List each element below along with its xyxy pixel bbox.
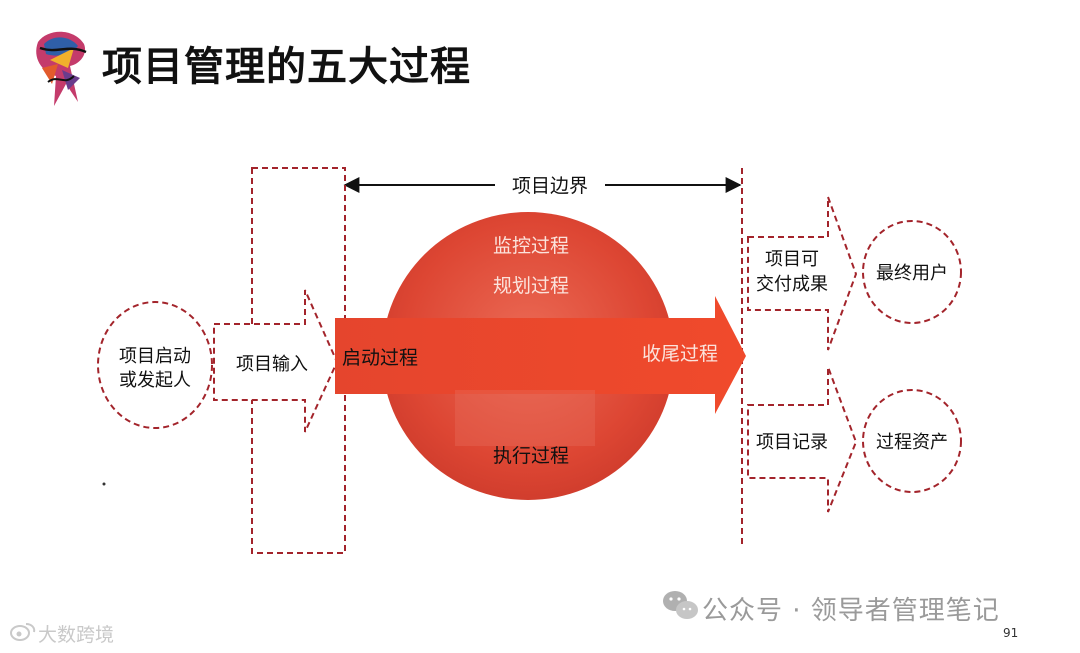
records-label: 项目记录 [756,432,828,453]
assets-label: 过程资产 [876,432,948,453]
watermark-left: 大数跨境 [38,624,115,646]
end-user-label: 最终用户 [876,263,948,284]
executing-label: 执行过程 [493,445,569,467]
planning-label: 规划过程 [493,275,569,297]
closing-label: 收尾过程 [642,343,718,365]
watermark-right: 公众号 · 领导者管理笔记 [702,596,1000,626]
deliverables-arrow [747,196,858,351]
logo-emblem-icon [36,31,87,107]
slide-title: 项目管理的五大过程 [102,43,471,90]
deliverables-line-2: 交付成果 [756,274,828,295]
sponsor-ellipse [97,301,213,429]
assets-ellipse [862,389,962,493]
project-boundary: 项目边界 [343,175,742,197]
page-number: 91 [1003,626,1019,640]
sponsor-line-2: 或发起人 [119,370,191,391]
input-arrow [213,289,339,433]
monitoring-label: 监控过程 [493,235,569,257]
wechat-icon [663,591,698,619]
input-label: 项目输入 [236,354,308,375]
sponsor-line-1: 项目启动 [119,346,191,367]
records-arrow [747,366,858,513]
boundary-label: 项目边界 [512,175,588,197]
stray-dot [102,482,106,486]
orb-shading [455,390,595,446]
end-user-ellipse [862,220,962,324]
process-arrow [335,296,746,414]
deliverables-line-1: 项目可 [765,249,819,270]
initiating-label: 启动过程 [342,347,418,369]
weibo-icon [10,623,36,641]
